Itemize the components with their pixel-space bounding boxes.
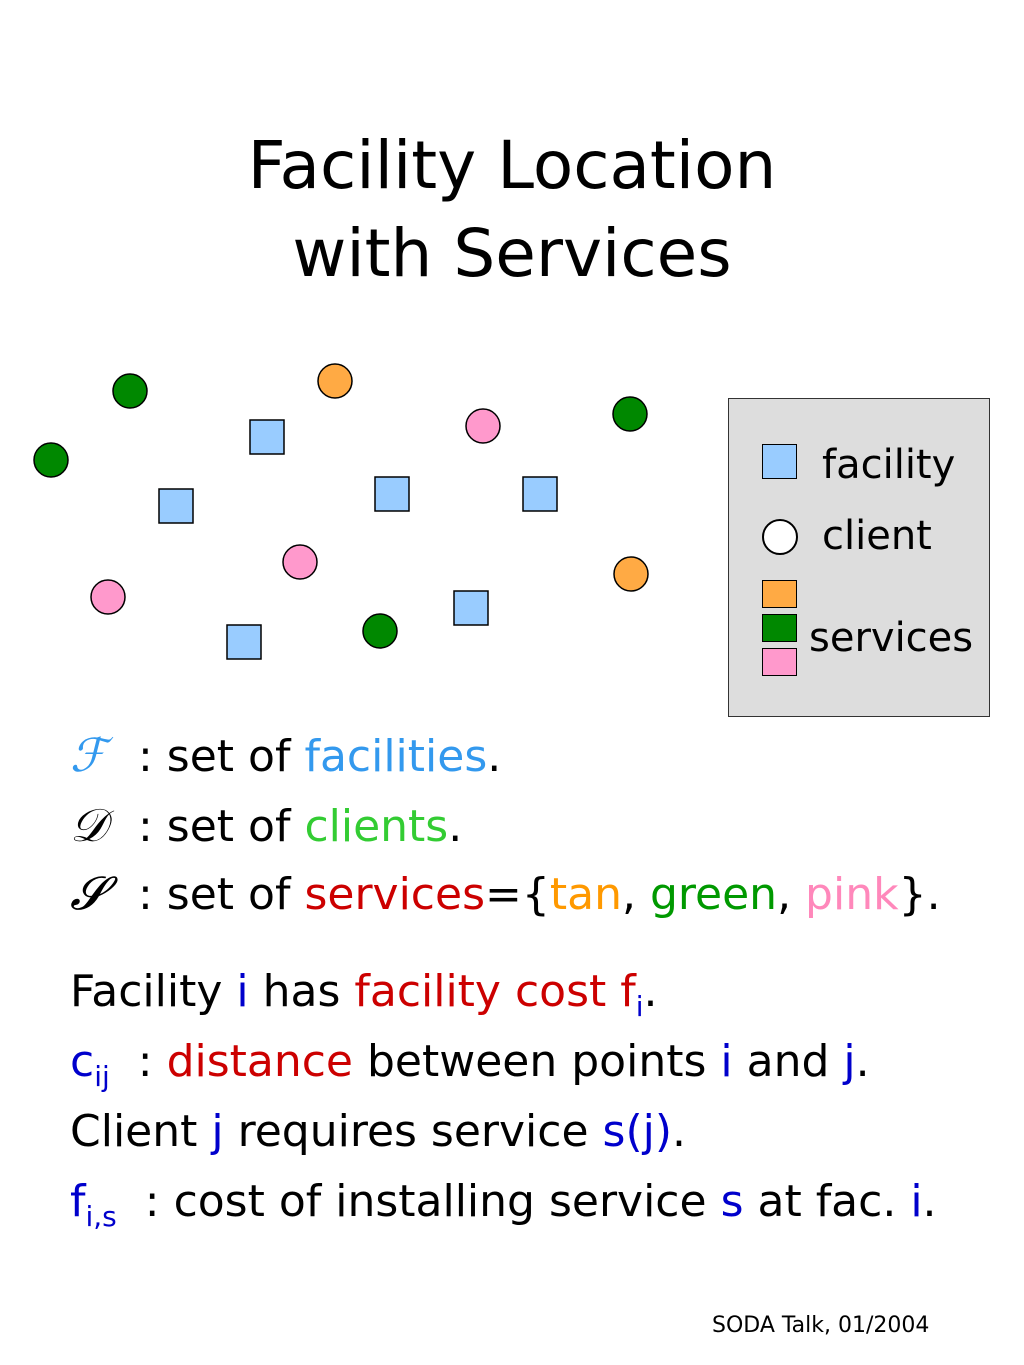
- def-facilities: ℱ: set of facilities.: [70, 728, 502, 782]
- client-node-green: [362, 613, 398, 649]
- facility-node: [453, 590, 489, 626]
- client-node-pink: [465, 408, 501, 444]
- client-node-pink: [90, 579, 126, 615]
- note-facility-cost: Facility i has facility cost fi.: [70, 966, 658, 1023]
- legend-pink-swatch: [762, 648, 797, 676]
- legend-facility-swatch: [762, 444, 797, 479]
- title-line-1: Facility Location: [247, 127, 777, 204]
- legend-client-swatch: [762, 519, 798, 555]
- facility-node: [226, 624, 262, 660]
- footer-text: SODA Talk, 01/2004: [712, 1313, 930, 1338]
- legend-box: facility client services: [728, 398, 990, 717]
- title-line-2: with Services: [292, 215, 732, 292]
- client-set-symbol: 𝒟: [70, 798, 107, 852]
- legend-client-label: client: [822, 513, 932, 559]
- note-distance: cij : distance between points i and j.: [70, 1036, 870, 1093]
- page-title: Facility Location with Services: [0, 122, 1024, 298]
- client-node-green: [112, 373, 148, 409]
- client-node-green: [33, 442, 69, 478]
- client-node-pink: [282, 544, 318, 580]
- note-install-cost: fi,s : cost of installing service s at f…: [70, 1176, 937, 1233]
- legend-services-label: services: [809, 615, 974, 661]
- service-set-symbol: 𝓢: [70, 866, 106, 920]
- client-node-tan: [317, 363, 353, 399]
- note-client-service: Client j requires service s(j).: [70, 1106, 687, 1157]
- legend-green-swatch: [762, 614, 797, 642]
- legend-facility-label: facility: [822, 442, 956, 488]
- facility-node: [158, 488, 194, 524]
- facility-node: [374, 476, 410, 512]
- facility-node: [522, 476, 558, 512]
- facility-set-symbol: ℱ: [70, 728, 107, 782]
- def-services: 𝓢: set of services={tan, green, pink}.: [70, 866, 941, 920]
- facility-client-diagram: [33, 363, 649, 660]
- def-clients: 𝒟: set of clients.: [70, 798, 463, 852]
- client-node-tan: [613, 556, 649, 592]
- facility-node: [249, 419, 285, 455]
- client-node-green: [612, 396, 648, 432]
- legend-tan-swatch: [762, 580, 797, 608]
